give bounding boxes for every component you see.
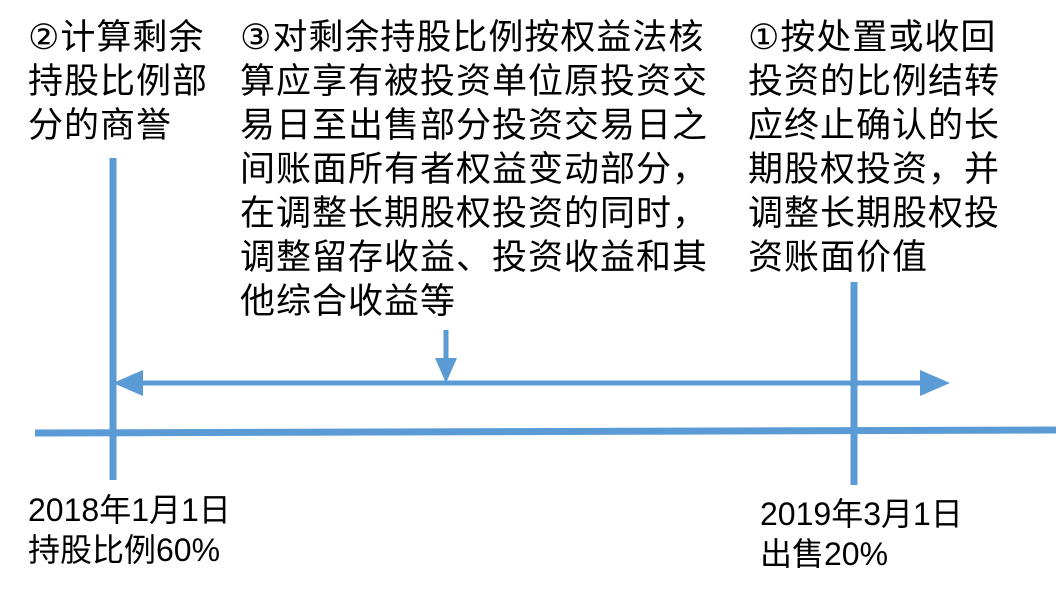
annotation-middle: ③对剩余持股比例按权益法核 算应享有被投资单位原投资交 易日至出售部分投资交易日…: [240, 16, 708, 324]
annotation-right-line: 调整长期股权投: [748, 194, 1001, 234]
annotation-left-line: ②计算剩余: [28, 18, 205, 58]
annotation-right-line: 应终止确认的长: [748, 106, 1001, 146]
annotation-right-line: 期股权投资，并: [748, 150, 1001, 190]
annotation-right-line: 投资的比例结转: [748, 62, 1001, 102]
date-left-line: 持股比例60%: [28, 532, 221, 568]
annotation-right-line: ①按处置或收回: [748, 18, 997, 58]
down-arrow-head: [435, 358, 457, 383]
annotation-middle-line: 在调整长期股权投资的同时，: [240, 194, 709, 234]
annotation-middle-line: ③对剩余持股比例按权益法核: [240, 18, 705, 58]
annotation-right-line: 资账面价值: [748, 238, 929, 278]
annotation-middle-line: 易日至出售部分投资交易日之: [240, 106, 709, 146]
timeline-axis: [34, 426, 1057, 437]
annotation-right: ①按处置或收回 投资的比例结转 应终止确认的长 期股权投资，并 调整长期股权投 …: [748, 16, 1000, 280]
date-left: 2018年1月1日 持股比例60%: [28, 490, 231, 570]
annotation-middle-line: 间账面所有者权益变动部分，: [240, 150, 709, 190]
date-left-line: 2018年1月1日: [28, 492, 231, 528]
annotation-middle-line: 算应享有被投资单位原投资交: [240, 62, 709, 102]
annotation-middle-line: 调整留存收益、投资收益和其: [240, 238, 709, 278]
annotation-left-line: 分的商誉: [28, 106, 173, 146]
date-right: 2019年3月1日 出售20%: [760, 494, 963, 574]
annotation-middle-line: 他综合收益等: [240, 282, 457, 322]
period-arrow-right-head: [920, 370, 950, 396]
date-right-line: 2019年3月1日: [760, 496, 963, 532]
period-arrow-left-head: [113, 370, 143, 396]
annotation-left-line: 持股比例部: [28, 62, 209, 102]
date-right-line: 出售20%: [760, 536, 889, 572]
annotation-left: ②计算剩余 持股比例部 分的商誉: [28, 16, 208, 148]
